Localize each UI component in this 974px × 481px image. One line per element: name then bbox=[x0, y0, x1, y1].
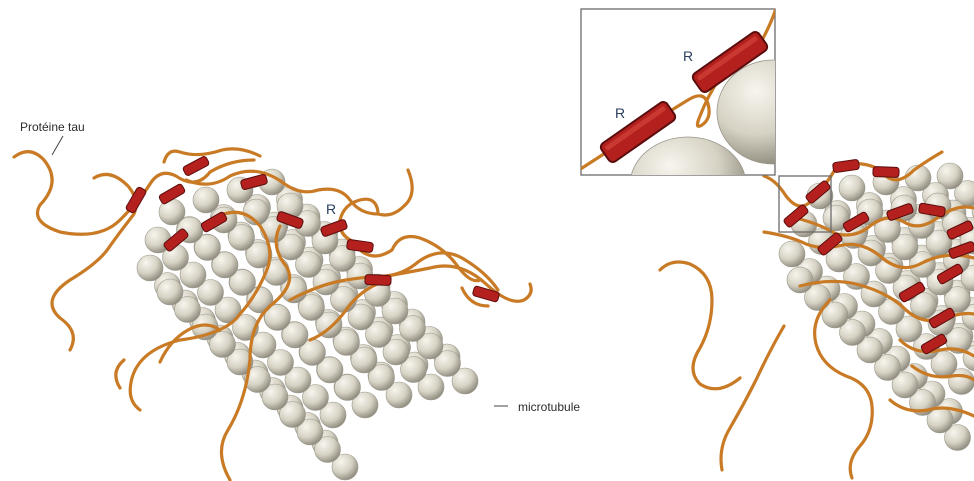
right-tau-strand bbox=[721, 326, 784, 470]
tau-protein-leader-line bbox=[52, 136, 63, 155]
tau-protein-label: Protéine tau bbox=[20, 120, 85, 134]
inset-tubulin-subunit-2 bbox=[630, 137, 746, 233]
left-repeat-domain bbox=[182, 155, 210, 176]
microtubule-right-tubulin-subunit bbox=[787, 267, 813, 293]
microtubule-left bbox=[137, 169, 478, 480]
left-repeat-domain bbox=[125, 186, 147, 214]
left-repeat-domain bbox=[365, 275, 391, 286]
microtubule-right-tubulin-subunit bbox=[839, 175, 865, 201]
left-tau-strand bbox=[116, 360, 124, 388]
right-repeat-domain bbox=[873, 167, 899, 178]
microtubule-left-tubulin-subunit bbox=[157, 279, 183, 305]
inset-repeat-label-1: R bbox=[615, 105, 625, 121]
repeat-domain-label: R bbox=[326, 201, 336, 217]
right-repeat-domain bbox=[832, 159, 859, 173]
right-tau-strand bbox=[660, 262, 740, 389]
inset-tubulin-subunit-1 bbox=[717, 60, 829, 164]
inset-repeat-label-2: R bbox=[683, 48, 693, 64]
microtubule-label: microtubule bbox=[518, 400, 580, 414]
microtubule-left-tubulin-subunit bbox=[137, 255, 163, 281]
inset-magnified-view: R R bbox=[579, 8, 829, 233]
microtubule-right-tubulin-subunit bbox=[779, 241, 805, 267]
microtubule-left-tubulin-subunit bbox=[193, 187, 219, 213]
left-tau-strand bbox=[52, 174, 136, 350]
